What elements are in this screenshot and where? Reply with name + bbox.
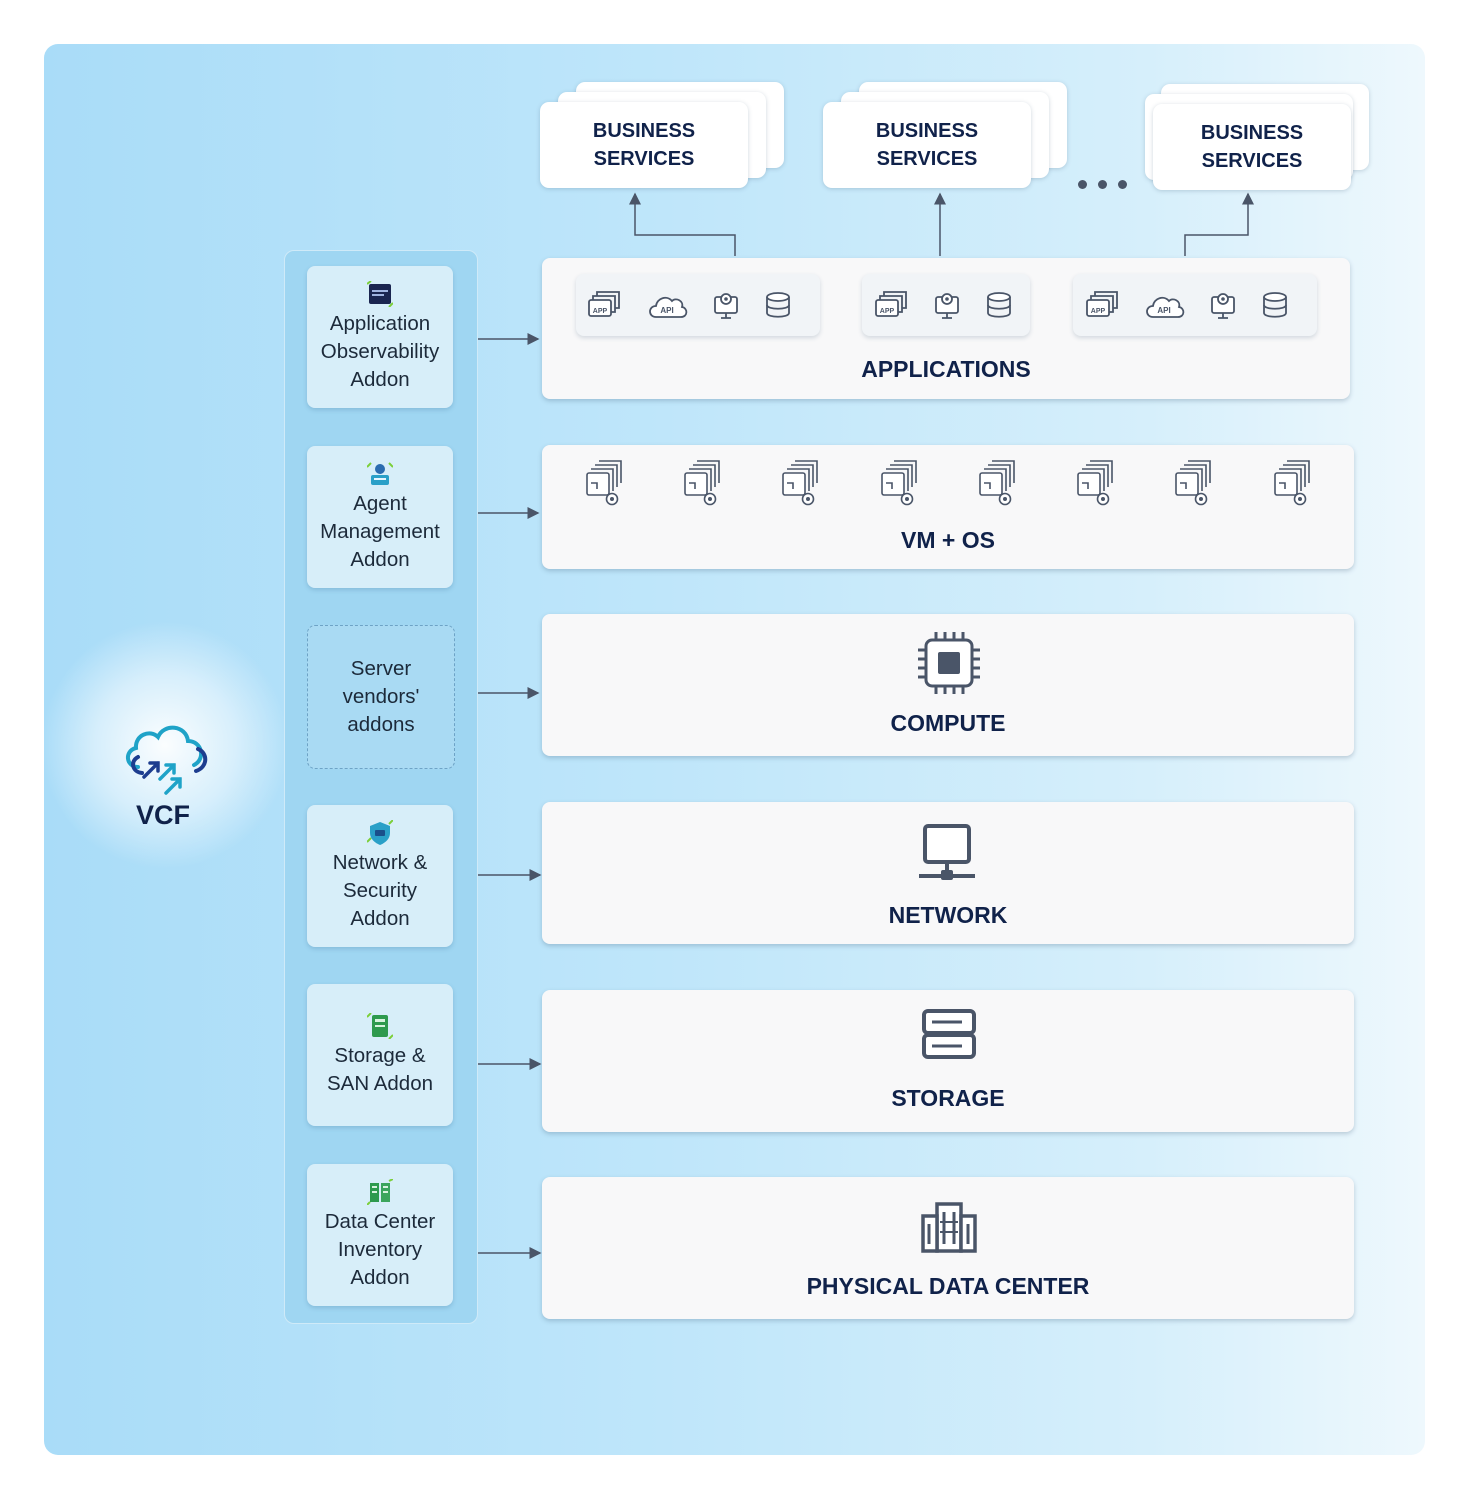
svg-text:API: API <box>1157 306 1170 315</box>
layer-title: NETWORK <box>888 902 1008 928</box>
building-icon <box>921 1202 977 1253</box>
addon-datacenter-inventory[interactable]: Data Center Inventory Addon <box>307 1164 453 1306</box>
cpu-chip-icon <box>918 632 980 694</box>
vm-icon <box>1274 460 1310 506</box>
addon-server-vendors[interactable]: Server vendors' addons <box>307 625 455 769</box>
database-icon <box>1263 292 1287 318</box>
app-icon: APP <box>588 291 620 317</box>
layer-title: COMPUTE <box>890 710 1006 736</box>
vcf-glow <box>40 620 290 870</box>
vm-icon <box>1077 460 1113 506</box>
layer-title: PHYSICAL DATA CENTER <box>806 1273 1090 1299</box>
database-icon <box>766 292 790 318</box>
vcf-cloud-logo-icon <box>126 725 208 795</box>
ellipsis-dots <box>1078 176 1138 194</box>
storage-san-icon <box>367 1012 393 1039</box>
svg-text:APP: APP <box>593 308 608 315</box>
addon-label: Network & Security Addon <box>332 850 428 930</box>
app-icon: APP <box>1086 291 1118 317</box>
addon-label: Storage & SAN Addon <box>327 1043 433 1095</box>
addon-agent-management[interactable]: Agent Management Addon <box>307 446 453 588</box>
business-services-label: BUSINESS SERVICES <box>1153 104 1351 190</box>
svg-text:APP: APP <box>1091 308 1106 315</box>
addon-label: Application Observability Addon <box>320 311 440 391</box>
vm-icon <box>979 460 1015 506</box>
layer-vm-os: VM + OS <box>542 445 1354 569</box>
api-cloud-icon: API <box>1146 296 1185 318</box>
addon-network-security[interactable]: Network & Security Addon <box>307 805 453 947</box>
app-observability-icon <box>367 280 393 307</box>
app-icon: APP <box>875 291 907 317</box>
app-group-1 <box>576 274 820 336</box>
layer-title: STORAGE <box>891 1085 1005 1111</box>
agent-management-icon <box>367 461 393 485</box>
monitor-gear-icon <box>1211 293 1235 319</box>
vcf-label: VCF <box>136 800 190 830</box>
addon-app-observability[interactable]: Application Observability Addon <box>307 266 453 408</box>
layer-title: APPLICATIONS <box>861 356 1031 382</box>
addon-label: Agent Management Addon <box>320 491 440 571</box>
svg-text:APP: APP <box>880 308 895 315</box>
business-services-label: BUSINESS SERVICES <box>823 102 1031 188</box>
network-terminal-icon <box>919 824 975 880</box>
datacenter-inventory-icon <box>367 1178 393 1205</box>
vm-icon <box>684 460 720 506</box>
addon-label: Server vendors' addons <box>342 657 420 736</box>
addon-column <box>284 250 478 1324</box>
database-icon <box>987 292 1011 318</box>
svg-text:API: API <box>660 306 673 315</box>
addon-label: Data Center Inventory Addon <box>324 1209 436 1289</box>
vm-icon <box>881 460 917 506</box>
monitor-gear-icon <box>714 293 738 319</box>
monitor-gear-icon <box>935 293 959 319</box>
network-security-icon <box>367 819 393 845</box>
storage-server-icon <box>922 1009 976 1059</box>
vm-icon <box>586 460 622 506</box>
vm-icon <box>782 460 818 506</box>
addon-storage-san[interactable]: Storage & SAN Addon <box>307 984 453 1126</box>
layer-title: VM + OS <box>901 527 995 553</box>
vm-icon <box>1175 460 1211 506</box>
business-services-label: BUSINESS SERVICES <box>540 102 748 188</box>
api-cloud-icon: API <box>649 296 688 318</box>
